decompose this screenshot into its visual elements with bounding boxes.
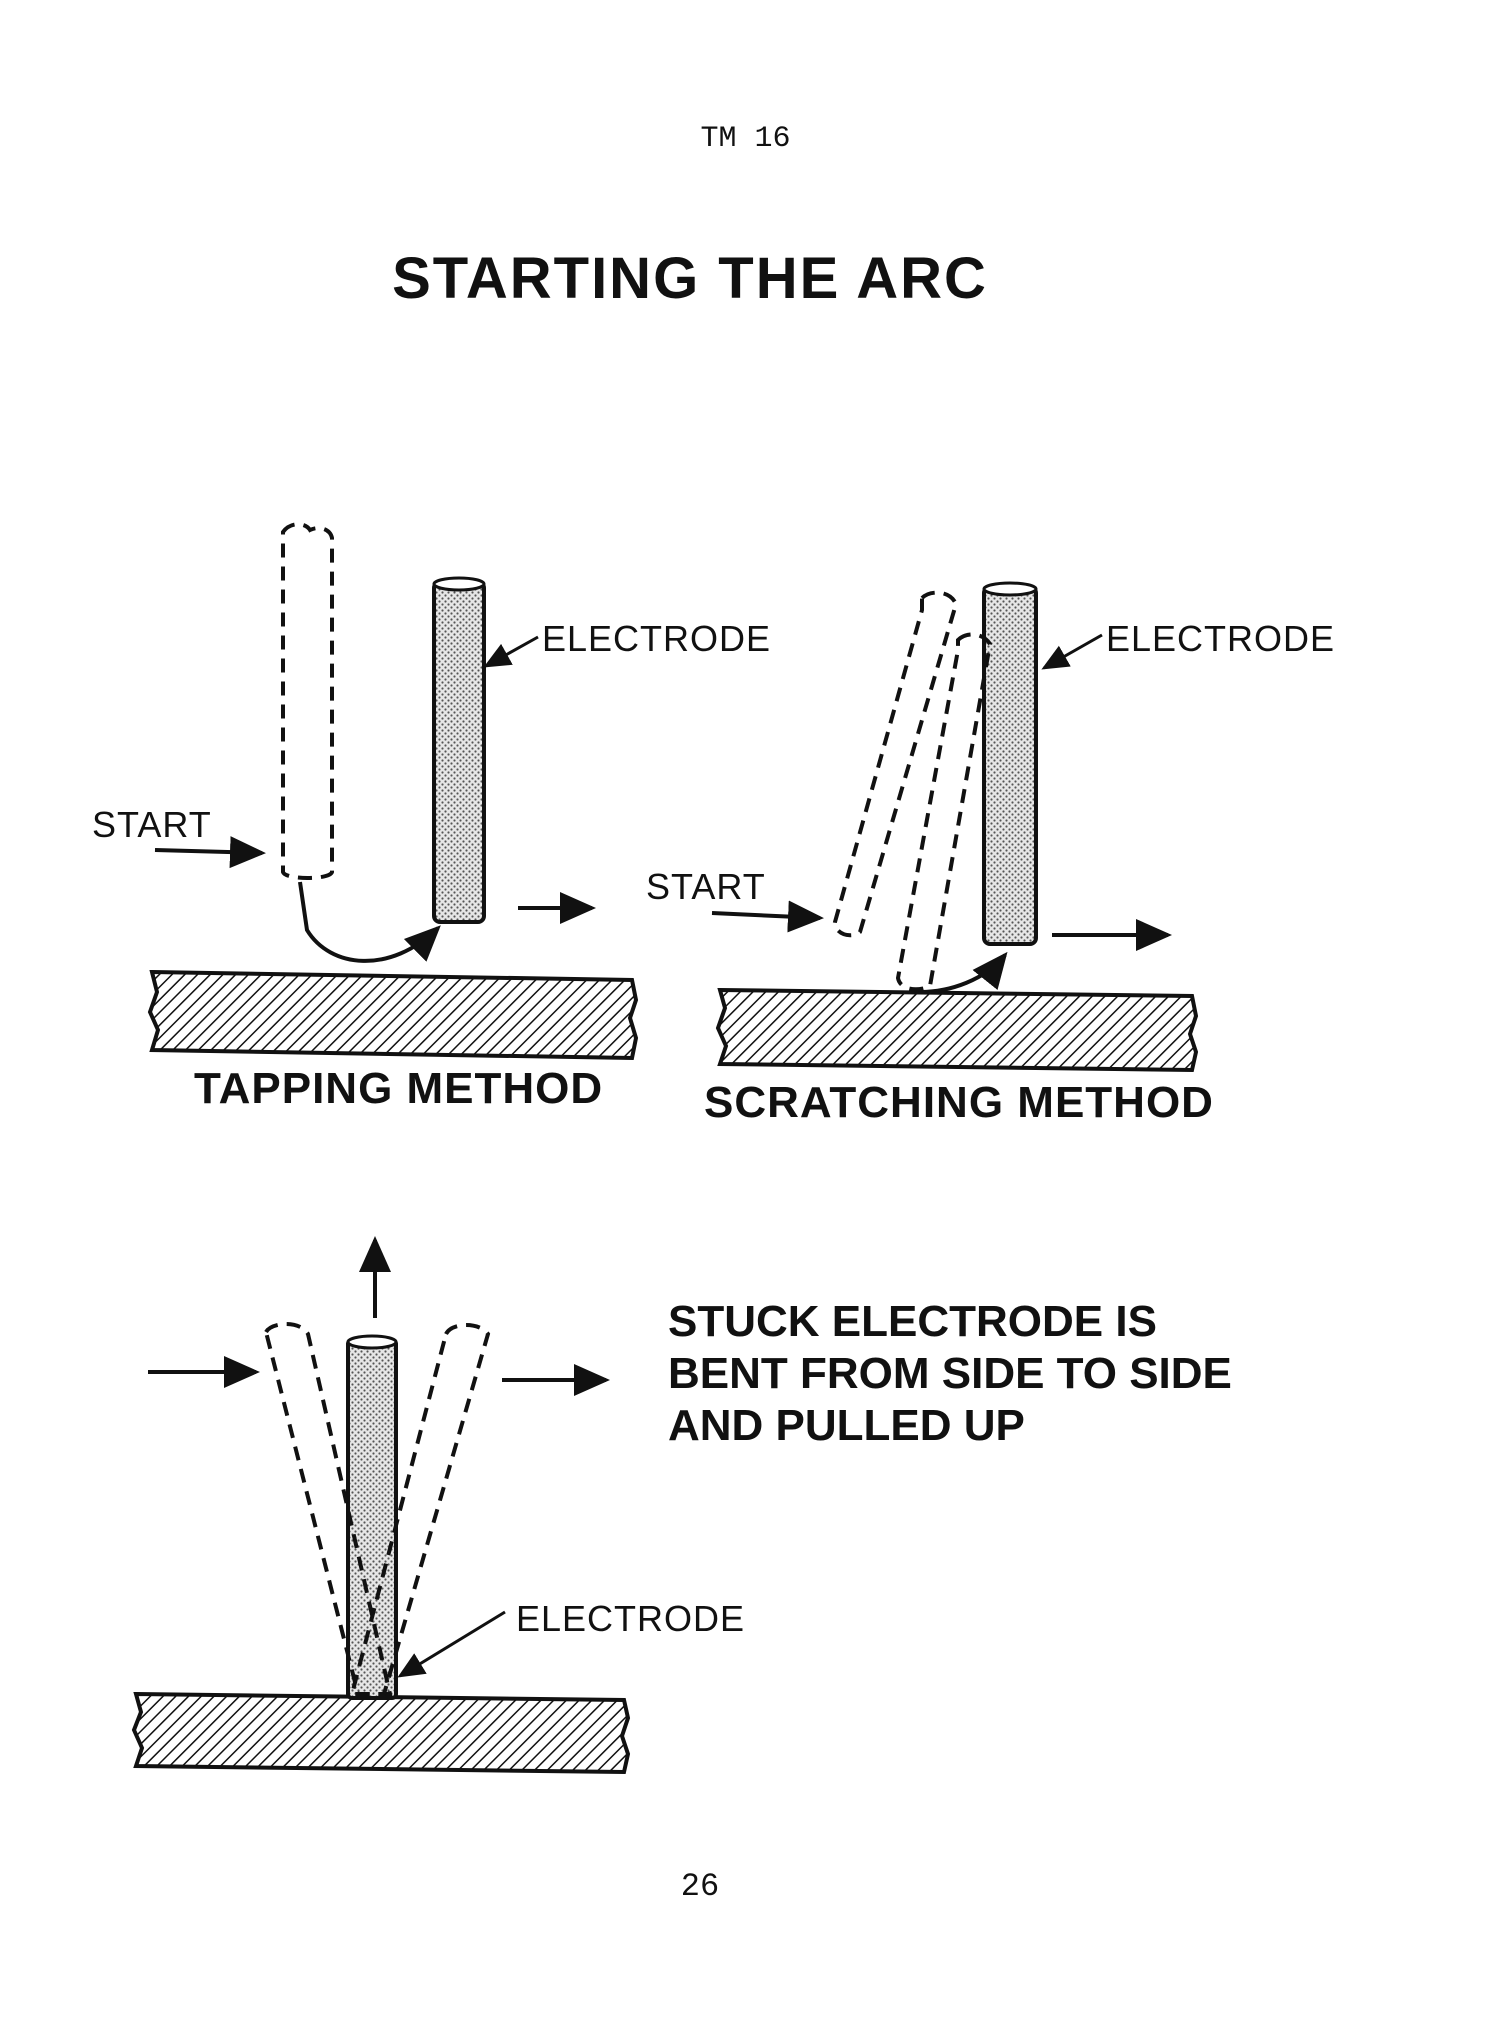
- base-plate: [715, 987, 1199, 1073]
- page-title: STARTING THE ARC: [392, 246, 988, 311]
- base-plate: [131, 1691, 631, 1775]
- electrode-pointer: [483, 635, 539, 668]
- tapping-start-label: START: [92, 804, 212, 845]
- tap-arc-arrow: [298, 881, 441, 963]
- electrode: [346, 1338, 398, 1700]
- electrode-start-position: [281, 522, 334, 880]
- scratching-electrode-label: ELECTRODE: [1106, 618, 1336, 659]
- page-number: 26: [680, 1868, 720, 1905]
- electrode: [982, 585, 1038, 946]
- start-arrow: [154, 836, 266, 869]
- stuck-note-line-3: AND PULLED UP: [668, 1401, 1025, 1450]
- scratching-start-label: START: [646, 866, 766, 907]
- start-arrow: [711, 900, 824, 933]
- stuck-note-line-2: BENT FROM SIDE TO SIDE: [668, 1349, 1232, 1398]
- electrode-top-cap: [432, 576, 486, 592]
- stuck-electrode-panel: [131, 1236, 631, 1775]
- tapping-electrode-label: ELECTRODE: [542, 618, 772, 659]
- electrode-bent-left: [263, 1322, 393, 1696]
- electrode-pointer: [1041, 633, 1103, 670]
- base-plate: [147, 969, 639, 1061]
- electrode-bent-right: [349, 1323, 491, 1696]
- electrode-top-cap: [346, 1334, 398, 1350]
- electrode-top-cap: [982, 581, 1038, 597]
- stuck-note-line-1: STUCK ELECTRODE IS: [668, 1297, 1157, 1346]
- stuck-electrode-label: ELECTRODE: [516, 1598, 746, 1639]
- scratching-method-panel: [711, 581, 1199, 1073]
- electrode: [432, 580, 486, 924]
- electrode-start-position: [832, 590, 959, 938]
- electrode-pointer: [397, 1610, 506, 1678]
- tapping-method-caption: TAPPING METHOD: [194, 1064, 604, 1113]
- tapping-method-panel: [147, 522, 639, 1061]
- scratch-arc-arrow: [919, 951, 1008, 994]
- document-header: TM 16: [700, 122, 791, 156]
- electrode-scratch-position: [895, 632, 993, 992]
- scratching-method-caption: SCRATCHING METHOD: [704, 1078, 1214, 1127]
